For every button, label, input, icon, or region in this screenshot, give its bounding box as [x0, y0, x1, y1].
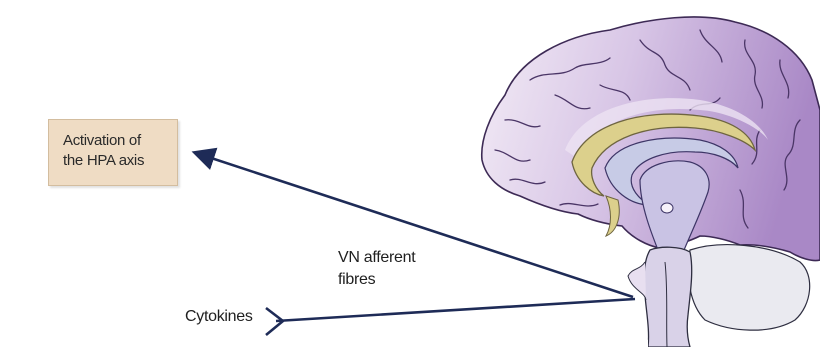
vagus-afferent-line [276, 299, 635, 321]
hpa-axis-box: Activation of the HPA axis [48, 119, 178, 186]
brain-illustration [482, 17, 820, 347]
cytokines-label: Cytokines [185, 306, 253, 328]
fornix-circle [661, 203, 673, 213]
hpa-box-line-2: the HPA axis [63, 151, 177, 171]
hpa-box-line-1: Activation of [63, 131, 177, 151]
vn-label-line-1: VN afferent [338, 247, 415, 269]
brainstem [644, 247, 692, 347]
cerebellum [688, 245, 810, 331]
vn-label-line-2: fibres [338, 269, 415, 291]
cytokine-fork-icon [266, 308, 283, 335]
vn-afferent-label: VN afferent fibres [338, 247, 415, 291]
